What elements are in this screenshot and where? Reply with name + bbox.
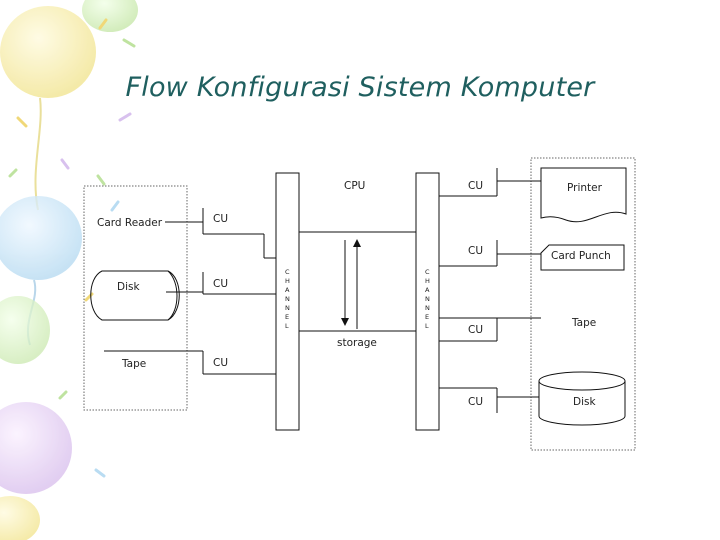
output-disk-label: Disk	[573, 396, 596, 408]
output-cu-2: CU	[439, 240, 541, 267]
right-channel: C H A N N E L	[415, 172, 440, 431]
input-cu-3: CU	[202, 351, 276, 375]
printer-label: Printer	[567, 182, 603, 194]
right-channel-letter: H	[425, 277, 430, 285]
cpu-node: CPU	[299, 180, 416, 233]
card-punch-shape	[540, 244, 625, 271]
left-channel-letter: H	[285, 277, 290, 285]
input-cu-2-label: CU	[213, 278, 228, 290]
output-disk-node: Disk	[538, 371, 626, 426]
input-cu-3-label: CU	[213, 357, 228, 369]
left-channel-letter: L	[285, 322, 289, 330]
input-disk-label: Disk	[117, 281, 140, 293]
printer-document-shape	[540, 167, 627, 223]
output-disk-cylinder	[538, 381, 626, 426]
left-channel-letter: N	[285, 295, 290, 303]
balloon-purple-bottom	[0, 402, 72, 540]
output-cu-4-label: CU	[468, 396, 483, 408]
input-cu-1: CU	[202, 208, 276, 259]
input-disk-shape	[90, 270, 180, 321]
output-cu-1: CU	[439, 168, 541, 197]
card-punch-node: Card Punch	[540, 244, 625, 271]
storage-label: storage	[337, 337, 377, 349]
input-tape-node: Tape	[104, 350, 203, 370]
input-cu-1-label: CU	[213, 213, 228, 225]
output-cu-3: CU	[439, 317, 541, 342]
cpu-label: CPU	[344, 180, 365, 192]
left-channel: C H A N N E L	[275, 172, 300, 431]
balloon-green-top	[82, 0, 138, 32]
output-cu-1-label: CU	[468, 180, 483, 192]
page-title: Flow Konfigurasi Sistem Komputer	[125, 72, 595, 103]
card-reader-label: Card Reader	[97, 217, 163, 229]
right-channel-letter: A	[425, 286, 430, 294]
output-cu-2-label: CU	[468, 245, 483, 257]
input-disk-node: Disk	[90, 270, 180, 321]
right-channel-letter: N	[425, 304, 430, 312]
left-channel-letter: A	[285, 286, 290, 294]
right-channel-letter: L	[425, 322, 429, 330]
right-channel-letter: E	[425, 313, 429, 321]
output-cu-3-label: CU	[468, 324, 483, 336]
storage-node: storage	[299, 239, 416, 349]
confetti	[8, 18, 136, 478]
output-tape-label: Tape	[571, 317, 596, 329]
card-reader-node: Card Reader	[97, 217, 203, 229]
left-channel-letter: C	[285, 268, 290, 276]
right-channel-letter: C	[425, 268, 430, 276]
output-devices-group	[530, 157, 636, 451]
balloon-green-mid	[0, 296, 50, 364]
left-channel-letter: N	[285, 304, 290, 312]
input-cu-2: CU	[166, 272, 276, 295]
output-tape-node: Tape	[571, 317, 596, 329]
card-punch-label: Card Punch	[551, 250, 611, 262]
left-channel-letter: E	[285, 313, 289, 321]
printer-node: Printer	[540, 167, 627, 223]
right-channel-letter: N	[425, 295, 430, 303]
output-cu-4: CU	[439, 387, 539, 413]
input-devices-group	[83, 185, 188, 411]
input-tape-label: Tape	[121, 358, 146, 370]
